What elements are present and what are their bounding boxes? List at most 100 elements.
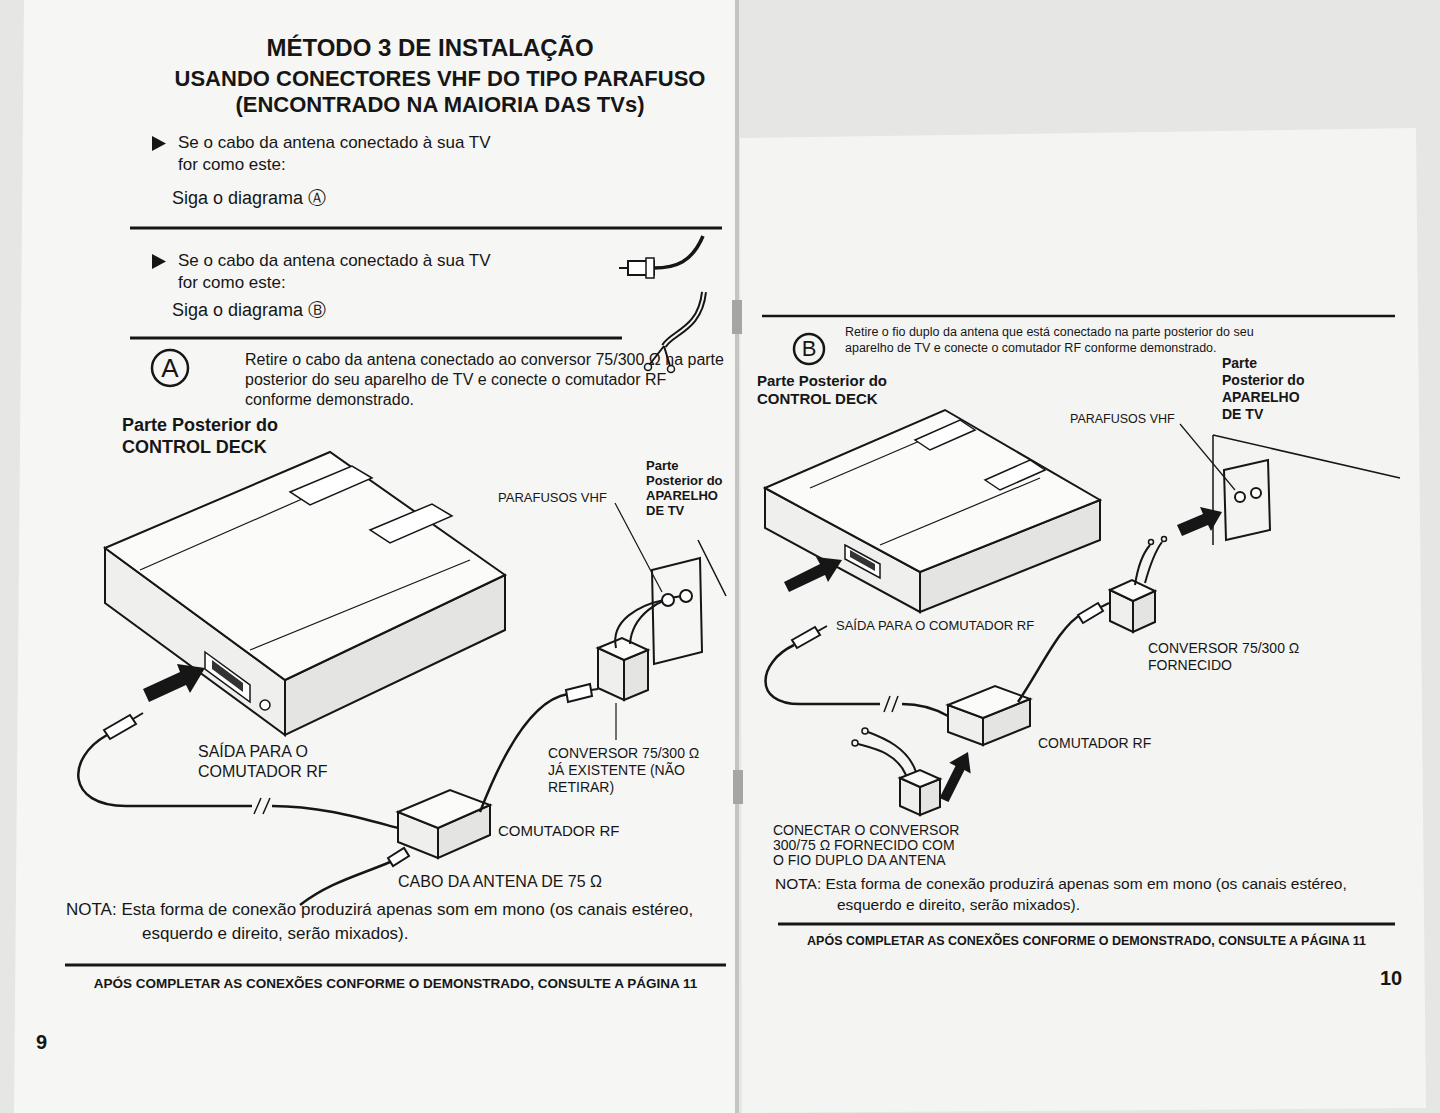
- deck-port-slot: [212, 660, 243, 692]
- bullet-triangle: [152, 254, 166, 269]
- deck-rear-face: [105, 548, 285, 735]
- part-label: CABO DA ANTENA DE 75 Ω: [398, 872, 602, 891]
- deck-port: [845, 545, 880, 578]
- vhf-screw: [662, 594, 674, 606]
- step-circle: B: [792, 332, 826, 366]
- callout-label: SAÍDA PARA O COMUTADOR RF: [198, 742, 348, 782]
- twin-lead: [858, 744, 906, 775]
- converter-side: [1133, 591, 1155, 632]
- spade-lug: [852, 740, 858, 746]
- coax-pin: [1101, 603, 1109, 607]
- rf-switch-top: [398, 790, 490, 828]
- deck-port-slot: [850, 550, 875, 571]
- converter-front: [900, 778, 920, 815]
- deck-port: [205, 652, 250, 702]
- part-label: CONVERSOR 75/300 Ω FORNECIDO: [1148, 640, 1308, 674]
- converter-side: [624, 650, 648, 700]
- callout-label: SAÍDA PARA O COMUTADOR RF: [836, 618, 1034, 634]
- note-text: NOTA: Esta forma de conexão produzirá ap…: [66, 898, 728, 946]
- converter-front: [598, 648, 624, 700]
- bullet-triangle: [152, 136, 166, 151]
- deck-ridge: [250, 560, 470, 650]
- rf-plug-pin: [818, 626, 827, 631]
- tv-back-edge: [1213, 435, 1400, 478]
- deck-ridge: [140, 478, 350, 570]
- rf-cable: [902, 704, 948, 716]
- part-label: Parte Posterior do APARELHO DE TV: [1222, 355, 1312, 423]
- staple: [733, 770, 743, 804]
- circle-outline: [152, 350, 188, 386]
- section-rule: [762, 315, 1395, 318]
- tv-terminal-plate: [1224, 460, 1270, 540]
- deck-ridge: [880, 478, 1040, 545]
- spade-lug: [862, 728, 868, 734]
- part-label: Parte Posterior do CONTROL DECK: [757, 372, 927, 408]
- rf-cable: [766, 645, 881, 704]
- deck-top-face: [105, 452, 505, 680]
- coax-plug: [628, 261, 654, 275]
- converter-top: [1110, 580, 1155, 601]
- pointer-arrow: [940, 752, 971, 802]
- page-title: MÉTODO 3 DE INSTALAÇÃO: [130, 34, 730, 62]
- step-instruction: Siga o diagrama Ⓑ: [172, 300, 326, 322]
- callout-label: CONECTAR O CONVERSOR 300/75 Ω FORNECIDO …: [773, 823, 965, 868]
- twin-lead: [664, 292, 704, 346]
- step-instruction: Siga o diagrama Ⓐ: [172, 188, 326, 210]
- deck-side-face: [920, 500, 1100, 612]
- rf-plug-pin: [133, 713, 143, 719]
- note-text: NOTA: Esta forma de conexão produzirá ap…: [775, 873, 1367, 915]
- twin-lead-gap: [664, 292, 704, 346]
- vhf-screw: [1235, 492, 1245, 502]
- step-text: Se o cabo da antena conectado à sua TV f…: [178, 132, 500, 176]
- spine-shadow: [735, 0, 739, 1113]
- part-label: PARAFUSOS VHF: [1070, 412, 1175, 427]
- twin-lead: [1145, 542, 1162, 583]
- rf-switch-front: [948, 705, 983, 745]
- circle-outline: [794, 334, 824, 364]
- cable-break-mark: [884, 696, 898, 712]
- coax-pin: [619, 267, 628, 269]
- rf-switch-top: [948, 686, 1030, 718]
- rf-plug: [104, 715, 136, 739]
- deck-slider: [915, 420, 975, 450]
- footer-rule: [65, 964, 726, 967]
- step-letter: B: [802, 338, 817, 360]
- vhf-screw: [1251, 488, 1261, 498]
- page-subtitle: USANDO CONECTORES VHF DO TIPO PARAFUSO (…: [120, 66, 760, 118]
- spade-lug: [1162, 537, 1167, 542]
- pointer-arrow: [784, 557, 842, 592]
- deck-jack: [260, 700, 270, 710]
- leader-line: [615, 703, 616, 740]
- twin-lead: [630, 596, 682, 644]
- twin-lead: [615, 600, 664, 648]
- twin-lead: [1135, 545, 1150, 585]
- tv-back-edge: [698, 540, 726, 596]
- twin-lead: [868, 732, 916, 772]
- instruction-text: Retire o cabo da antena conectado ao con…: [245, 350, 735, 410]
- rf-switch-front: [398, 812, 438, 858]
- right-page: [740, 128, 1426, 1113]
- deck-rear-face: [765, 488, 920, 612]
- page-number: 10: [1380, 966, 1402, 990]
- rf-cable: [272, 806, 398, 828]
- part-label: Parte Posterior do CONTROL DECK: [122, 414, 322, 458]
- pointer-arrow: [1177, 507, 1222, 536]
- callout-label: CONVERSOR 75/300 Ω JÁ EXISTENTE (NÃO RET…: [548, 745, 713, 796]
- footer-text: APÓS COMPLETAR AS CONEXÕES CONFORME O DE…: [65, 976, 726, 992]
- staple: [732, 300, 742, 334]
- rf-switch-side: [983, 699, 1030, 745]
- leader-line: [1180, 424, 1235, 490]
- step-letter: A: [161, 355, 178, 381]
- page-number: 9: [36, 1030, 47, 1054]
- rf-switch-side: [438, 805, 490, 858]
- converter-top: [598, 638, 648, 660]
- deck-slider: [370, 504, 452, 543]
- coax-nut: [646, 258, 654, 278]
- coax-cable: [654, 236, 703, 268]
- step-text: Se o cabo da antena conectado à sua TV f…: [178, 250, 500, 294]
- converter-side: [920, 779, 940, 815]
- part-label: COMUTADOR RF: [1038, 735, 1151, 752]
- section-rule: [130, 337, 622, 340]
